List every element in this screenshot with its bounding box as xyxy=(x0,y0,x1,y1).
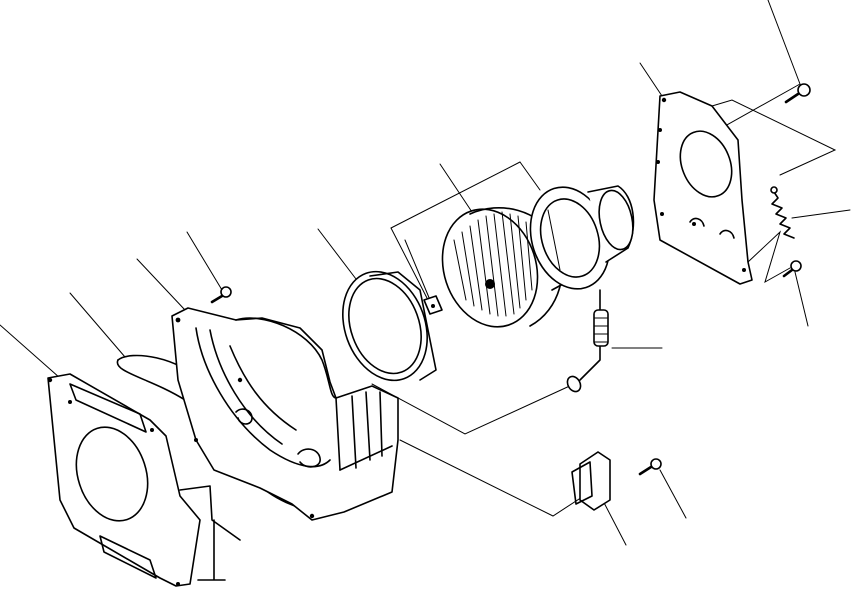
motor-lead-wire-icon xyxy=(566,289,609,393)
screw-icon xyxy=(210,286,232,304)
guide-line-resistor-to-case xyxy=(399,439,597,517)
leader-line-blower-case xyxy=(136,258,186,311)
resistor-face xyxy=(571,461,593,505)
gasket-ring-icon xyxy=(342,270,437,382)
leader-line-clip-c xyxy=(519,161,541,191)
mounting-plate-hole-a xyxy=(689,217,705,227)
bolt-icon xyxy=(784,83,811,104)
bolt-shank xyxy=(784,92,800,104)
mounting-plate-icon xyxy=(653,91,753,285)
blower-case-scroll-inner-2 xyxy=(209,329,283,445)
blower-motor-end-cap xyxy=(598,189,634,251)
blower-motor-shaft-line xyxy=(547,209,561,271)
leader-line-gasket xyxy=(317,228,357,280)
spring-coil xyxy=(771,191,795,239)
blower-case-rib xyxy=(229,345,297,431)
blower-case-scroll-top xyxy=(235,317,337,399)
leader-line-end-cover xyxy=(0,324,61,379)
leader-line-seal-ring xyxy=(69,292,126,358)
leader-line-lower-bolt xyxy=(794,271,809,327)
lower-bolt-icon xyxy=(782,260,802,278)
gasket-ring-outer xyxy=(342,270,428,382)
leader-line-top-bolt xyxy=(767,0,801,85)
end-cover-plate-icon xyxy=(47,373,241,587)
gasket-ring-tabs xyxy=(369,271,437,381)
clip-icon xyxy=(423,295,443,315)
leader-line-resistor-screw xyxy=(659,469,687,519)
lead-wire-connector xyxy=(593,309,609,347)
leader-line-mounting-plate xyxy=(639,62,663,97)
screw-shank xyxy=(210,294,224,304)
leader-line-clip-b xyxy=(390,161,521,229)
mounting-plate-opening xyxy=(679,130,733,198)
end-cover-top-slot xyxy=(69,383,147,433)
guide-line-plate-outline xyxy=(711,99,837,176)
lower-bolt-head xyxy=(790,260,802,272)
blower-case-boss-2 xyxy=(235,408,253,425)
resistor-body xyxy=(579,451,611,511)
end-cover-bracket xyxy=(179,485,241,581)
end-cover-opening xyxy=(75,426,149,522)
guide-line-spring-to-plate xyxy=(747,230,791,284)
blower-case-outlet-edge xyxy=(339,445,393,471)
blower-case-boss xyxy=(297,448,321,468)
bolt-head xyxy=(797,83,811,97)
blower-motor-flange-inner xyxy=(539,198,601,278)
assembly-guide-lines xyxy=(371,83,837,517)
guide-line-lead-to-case xyxy=(371,383,575,435)
leader-lines xyxy=(0,0,851,546)
lower-bolt-shank xyxy=(782,268,794,278)
spring-icon xyxy=(770,186,795,239)
fan-wheel-blades xyxy=(453,211,533,317)
blower-case-outlet-ribs xyxy=(335,391,383,471)
gasket-ring-inner xyxy=(348,277,422,375)
resistor-screw-head xyxy=(650,458,662,470)
blower-motor-icon xyxy=(529,185,635,290)
fan-wheel-front xyxy=(441,208,539,328)
lead-wire-plug xyxy=(566,375,582,393)
fan-wheel-hub xyxy=(485,279,495,289)
end-cover-bottom-slot xyxy=(99,535,157,579)
resistor-screw-shank xyxy=(638,465,653,476)
leader-line-spring xyxy=(791,209,851,219)
leader-line-screw xyxy=(186,231,223,291)
leader-line-clip xyxy=(390,227,429,301)
blower-case-outline xyxy=(171,307,399,521)
mounting-plate-hole-b xyxy=(719,229,735,239)
resistor-icon xyxy=(571,451,662,511)
blower-case-icon xyxy=(171,307,399,521)
screw-head xyxy=(220,286,232,298)
guide-line-clip-drop xyxy=(404,239,431,301)
